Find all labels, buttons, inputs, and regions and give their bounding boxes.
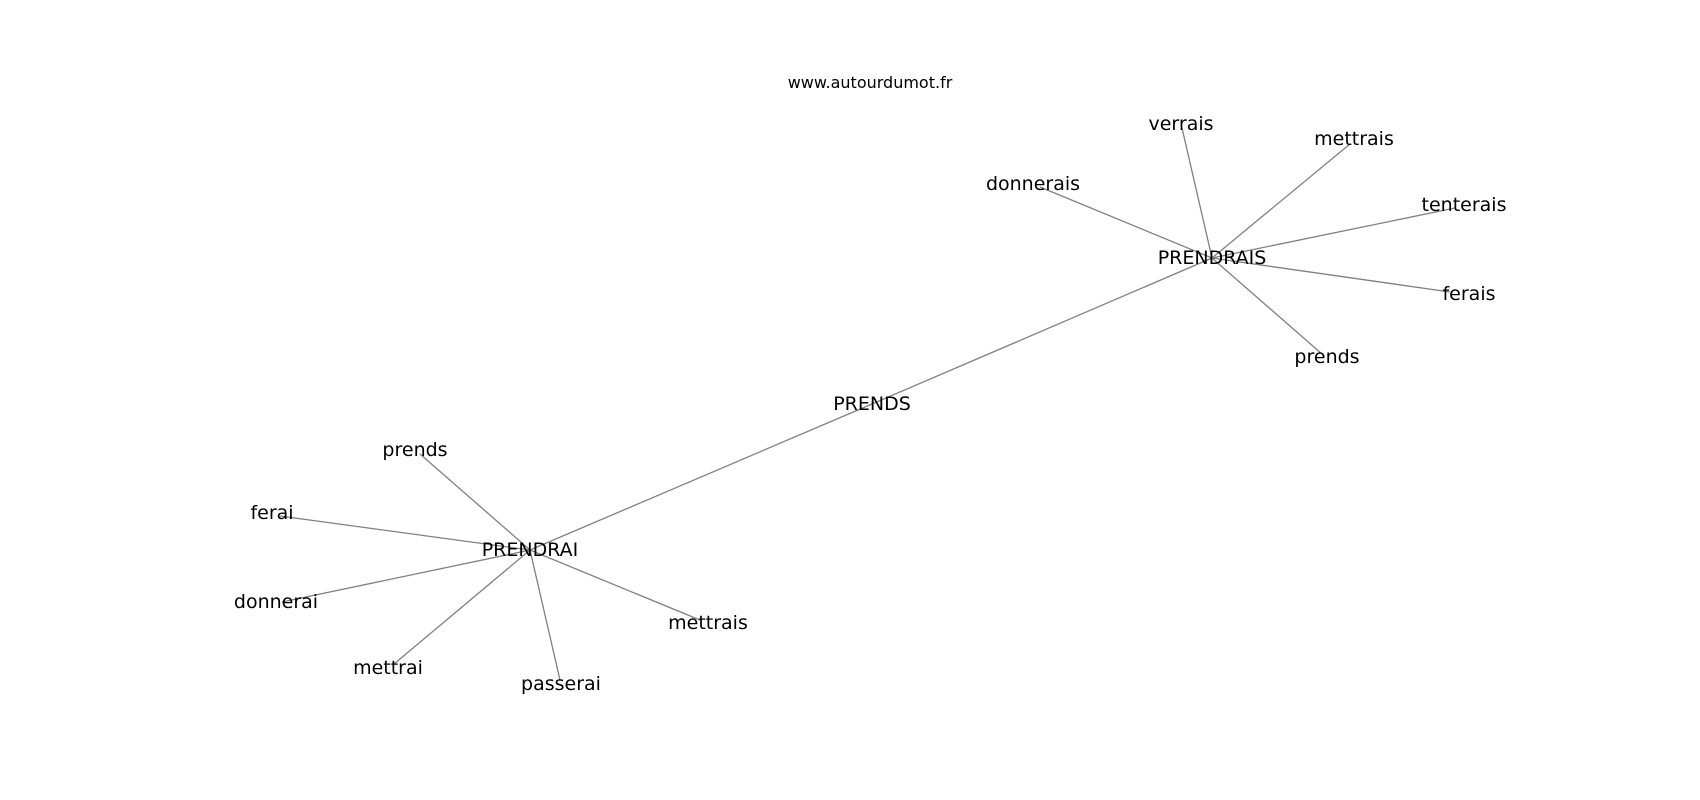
node-label-verrais[interactable]: verrais <box>1148 113 1213 135</box>
edge-prendrai-prends_bottom <box>419 453 531 551</box>
node-label-tenterais[interactable]: tenterais <box>1422 194 1507 216</box>
node-label-ferais[interactable]: ferais <box>1442 283 1495 305</box>
edge-prendrais-mettrais_top <box>1211 143 1351 259</box>
nodes-layer: PRENDS PRENDRAIS PRENDRAI verrais mettrais do… <box>234 113 1507 695</box>
node-label-prends-center[interactable]: PRENDS <box>833 393 911 415</box>
node-label-passerai[interactable]: passerai <box>521 673 601 695</box>
edge-prendrai-passerai <box>529 549 561 681</box>
node-label-prends-top[interactable]: prends <box>1294 346 1359 368</box>
edge-prends_center-prendrai <box>529 403 873 551</box>
node-label-prendrai[interactable]: PRENDRAI <box>482 539 579 561</box>
edge-prendrai-donnerai <box>281 549 531 603</box>
edge-prendrais-ferais <box>1211 257 1451 293</box>
edge-prends_center-prendrais <box>871 257 1213 405</box>
node-label-donnerai[interactable]: donnerai <box>234 591 318 613</box>
node-label-mettrais-bottom[interactable]: mettrais <box>668 612 748 634</box>
node-label-prendrais[interactable]: PRENDRAIS <box>1158 247 1267 269</box>
node-label-mettrai[interactable]: mettrai <box>353 657 423 679</box>
edge-prendrais-donnerais <box>1039 186 1213 259</box>
edge-prendrai-mettrais_bottom <box>529 549 701 621</box>
node-label-donnerais[interactable]: donnerais <box>986 173 1080 195</box>
edge-prendrais-tenterais <box>1211 207 1456 259</box>
edge-prendrais-verrais <box>1181 127 1213 259</box>
node-label-mettrais-top[interactable]: mettrais <box>1314 128 1394 150</box>
edge-prendrai-ferai <box>279 515 531 551</box>
node-label-prends-bottom[interactable]: prends <box>382 439 447 461</box>
node-label-ferai[interactable]: ferai <box>250 502 293 524</box>
watermark-text: www.autourdumot.fr <box>788 73 953 92</box>
edge-prendrai-mettrai <box>393 549 531 665</box>
edges-layer <box>279 127 1456 681</box>
edge-prendrais-prends_top <box>1211 257 1323 355</box>
